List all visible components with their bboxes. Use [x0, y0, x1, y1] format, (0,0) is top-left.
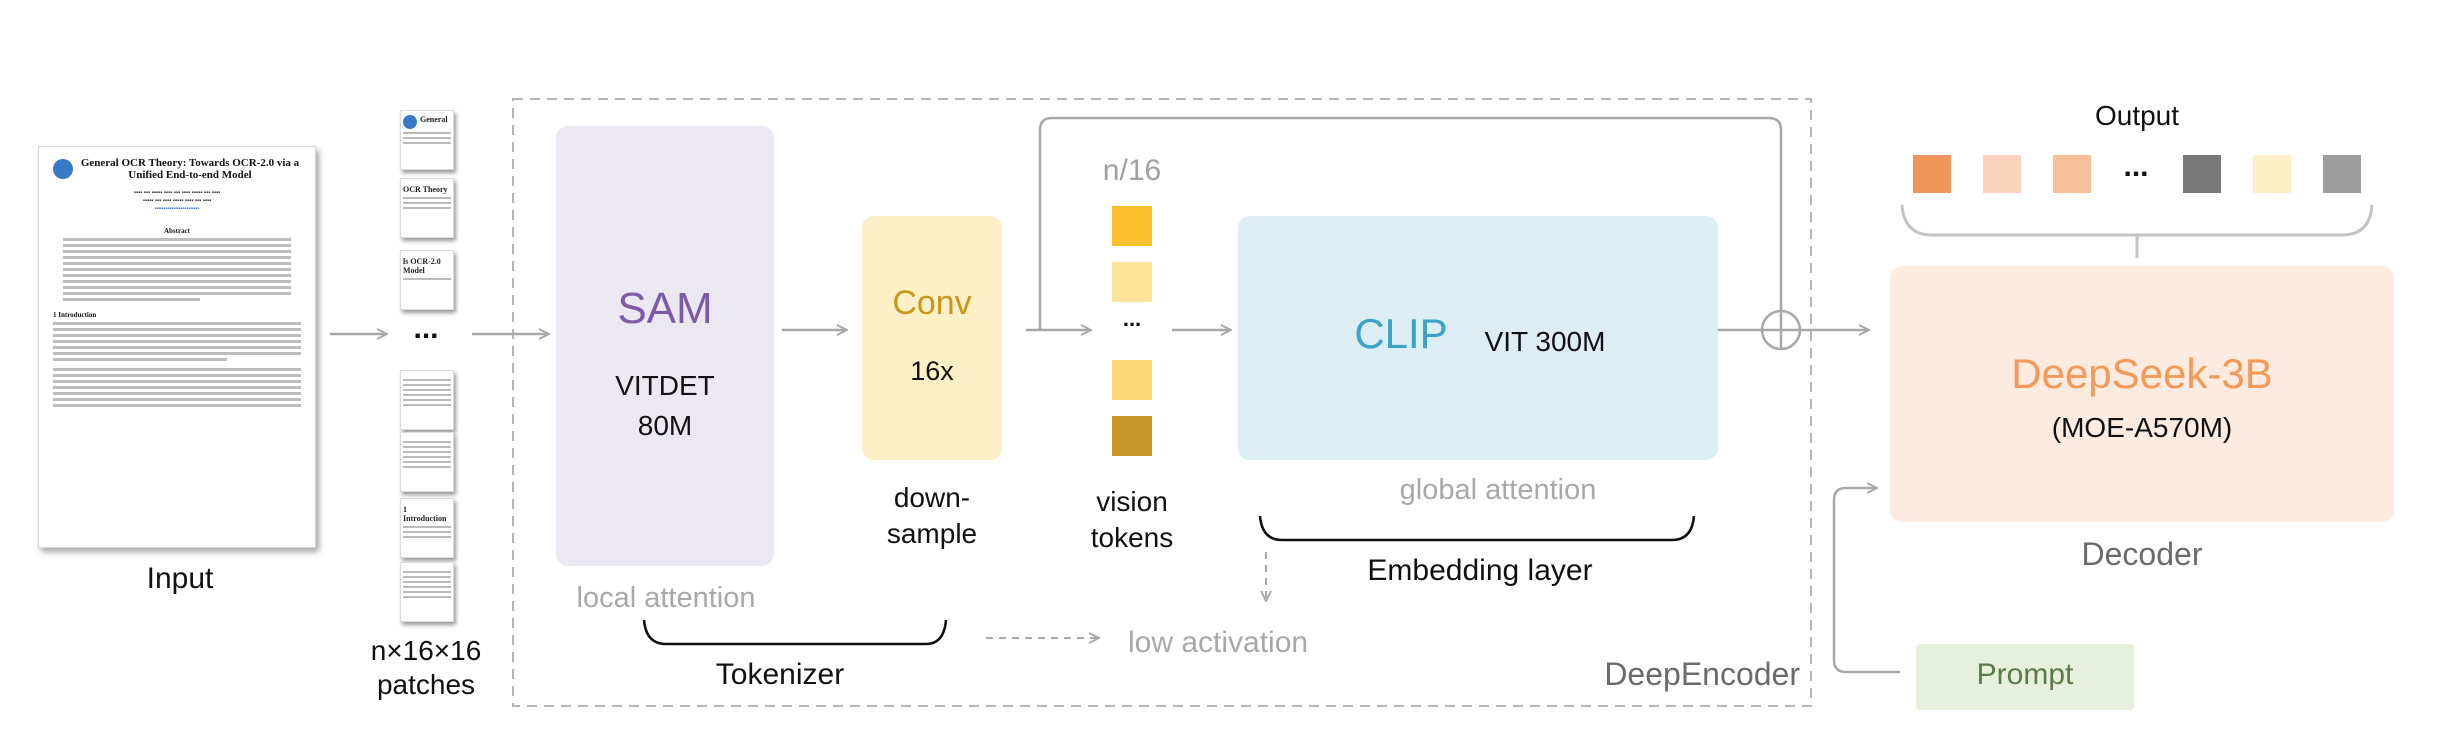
prompt-arrow: [1832, 488, 1900, 674]
patch: OCR Theory: [400, 178, 454, 238]
paper-section-heading: 1 Introduction: [53, 311, 97, 319]
patches-label-line2: patches: [376, 669, 476, 700]
patch: General: [400, 110, 454, 170]
tokenizer-bracket: [642, 619, 948, 646]
patches-label: n×16×16 patches: [366, 634, 486, 702]
decoder-subtitle: (MOE-A570M): [2051, 412, 2233, 443]
output-token: [2053, 155, 2091, 193]
conv-title: Conv: [892, 284, 972, 322]
output-token: [1983, 155, 2021, 193]
patch: 1 Introduction: [400, 498, 454, 558]
skip-connection-line: [1038, 116, 1783, 330]
tokens-ellipsis: ...: [1122, 306, 1142, 331]
clip-subtitle: VIT 300M: [1484, 326, 1606, 357]
patches-ellipsis: ...: [413, 312, 439, 345]
tokens-caption: vision tokens: [1072, 484, 1192, 556]
output-token: [2253, 155, 2291, 193]
patch-text: 1 Introduction: [403, 505, 447, 523]
output-token: [2323, 155, 2361, 193]
sam-line2: 80M: [637, 410, 693, 441]
tokens-header: n/16: [1102, 154, 1162, 187]
output-token: [2183, 155, 2221, 193]
patches-label-line1: n×16×16: [370, 635, 482, 666]
conv-caption-line2: sample: [886, 518, 978, 549]
decoder-label: Decoder: [2081, 536, 2203, 572]
patch: [400, 370, 454, 430]
sam-box: [556, 126, 774, 566]
input-label: Input: [146, 562, 214, 595]
conv-line1: 16x: [910, 356, 954, 386]
patch-text: ls OCR-2.0: [403, 257, 441, 266]
output-token: [1913, 155, 1951, 193]
prompt-box: [1916, 644, 2134, 710]
embedding-bracket: [1258, 515, 1696, 542]
decoder-title: DeepSeek-3B: [2011, 350, 2273, 397]
vision-token: [1112, 416, 1152, 456]
input-document: General OCR Theory: Towards OCR-2.0 via …: [38, 146, 316, 548]
tokenizer-label: Tokenizer: [715, 658, 845, 691]
conv-caption: down- sample: [862, 480, 1002, 552]
patch: ls OCR-2.0 Model: [400, 250, 454, 310]
vision-token: [1112, 360, 1152, 400]
patch-text: Model: [403, 266, 425, 275]
tokens-caption-line1: vision: [1096, 486, 1168, 517]
decoder-box: [1890, 266, 2394, 522]
patch: [400, 562, 454, 622]
conv-caption-line1: down-: [893, 482, 971, 513]
output-label: Output: [2094, 100, 2180, 131]
paper-title: General OCR Theory: Towards OCR-2.0 via …: [80, 157, 300, 181]
sam-caption: local attention: [576, 582, 756, 614]
paper-logo-icon: [53, 159, 73, 179]
deepencoder-label: DeepEncoder: [1604, 656, 1800, 692]
patch-text: OCR Theory: [403, 185, 448, 194]
vision-token: [1112, 262, 1152, 302]
prompt-label: Prompt: [1976, 658, 2074, 691]
low-activation-label: low activation: [1128, 626, 1309, 659]
clip-caption: global attention: [1399, 474, 1597, 506]
embedding-label: Embedding layer: [1367, 554, 1593, 587]
deepencoder-frame: [512, 98, 1812, 707]
tokens-caption-line2: tokens: [1090, 522, 1174, 553]
clip-box: [1238, 216, 1718, 460]
paper-abstract-heading: Abstract: [163, 227, 191, 235]
sam-title: SAM: [617, 284, 713, 333]
output-ellipsis: ...: [2123, 150, 2149, 183]
patch-text: General: [420, 115, 448, 124]
clip-title: CLIP: [1354, 310, 1448, 357]
sam-line1: VITDET: [615, 370, 715, 401]
patch: [400, 432, 454, 492]
conv-box: [862, 216, 1002, 460]
vision-token: [1112, 206, 1152, 246]
output-bracket: [1900, 204, 2374, 237]
